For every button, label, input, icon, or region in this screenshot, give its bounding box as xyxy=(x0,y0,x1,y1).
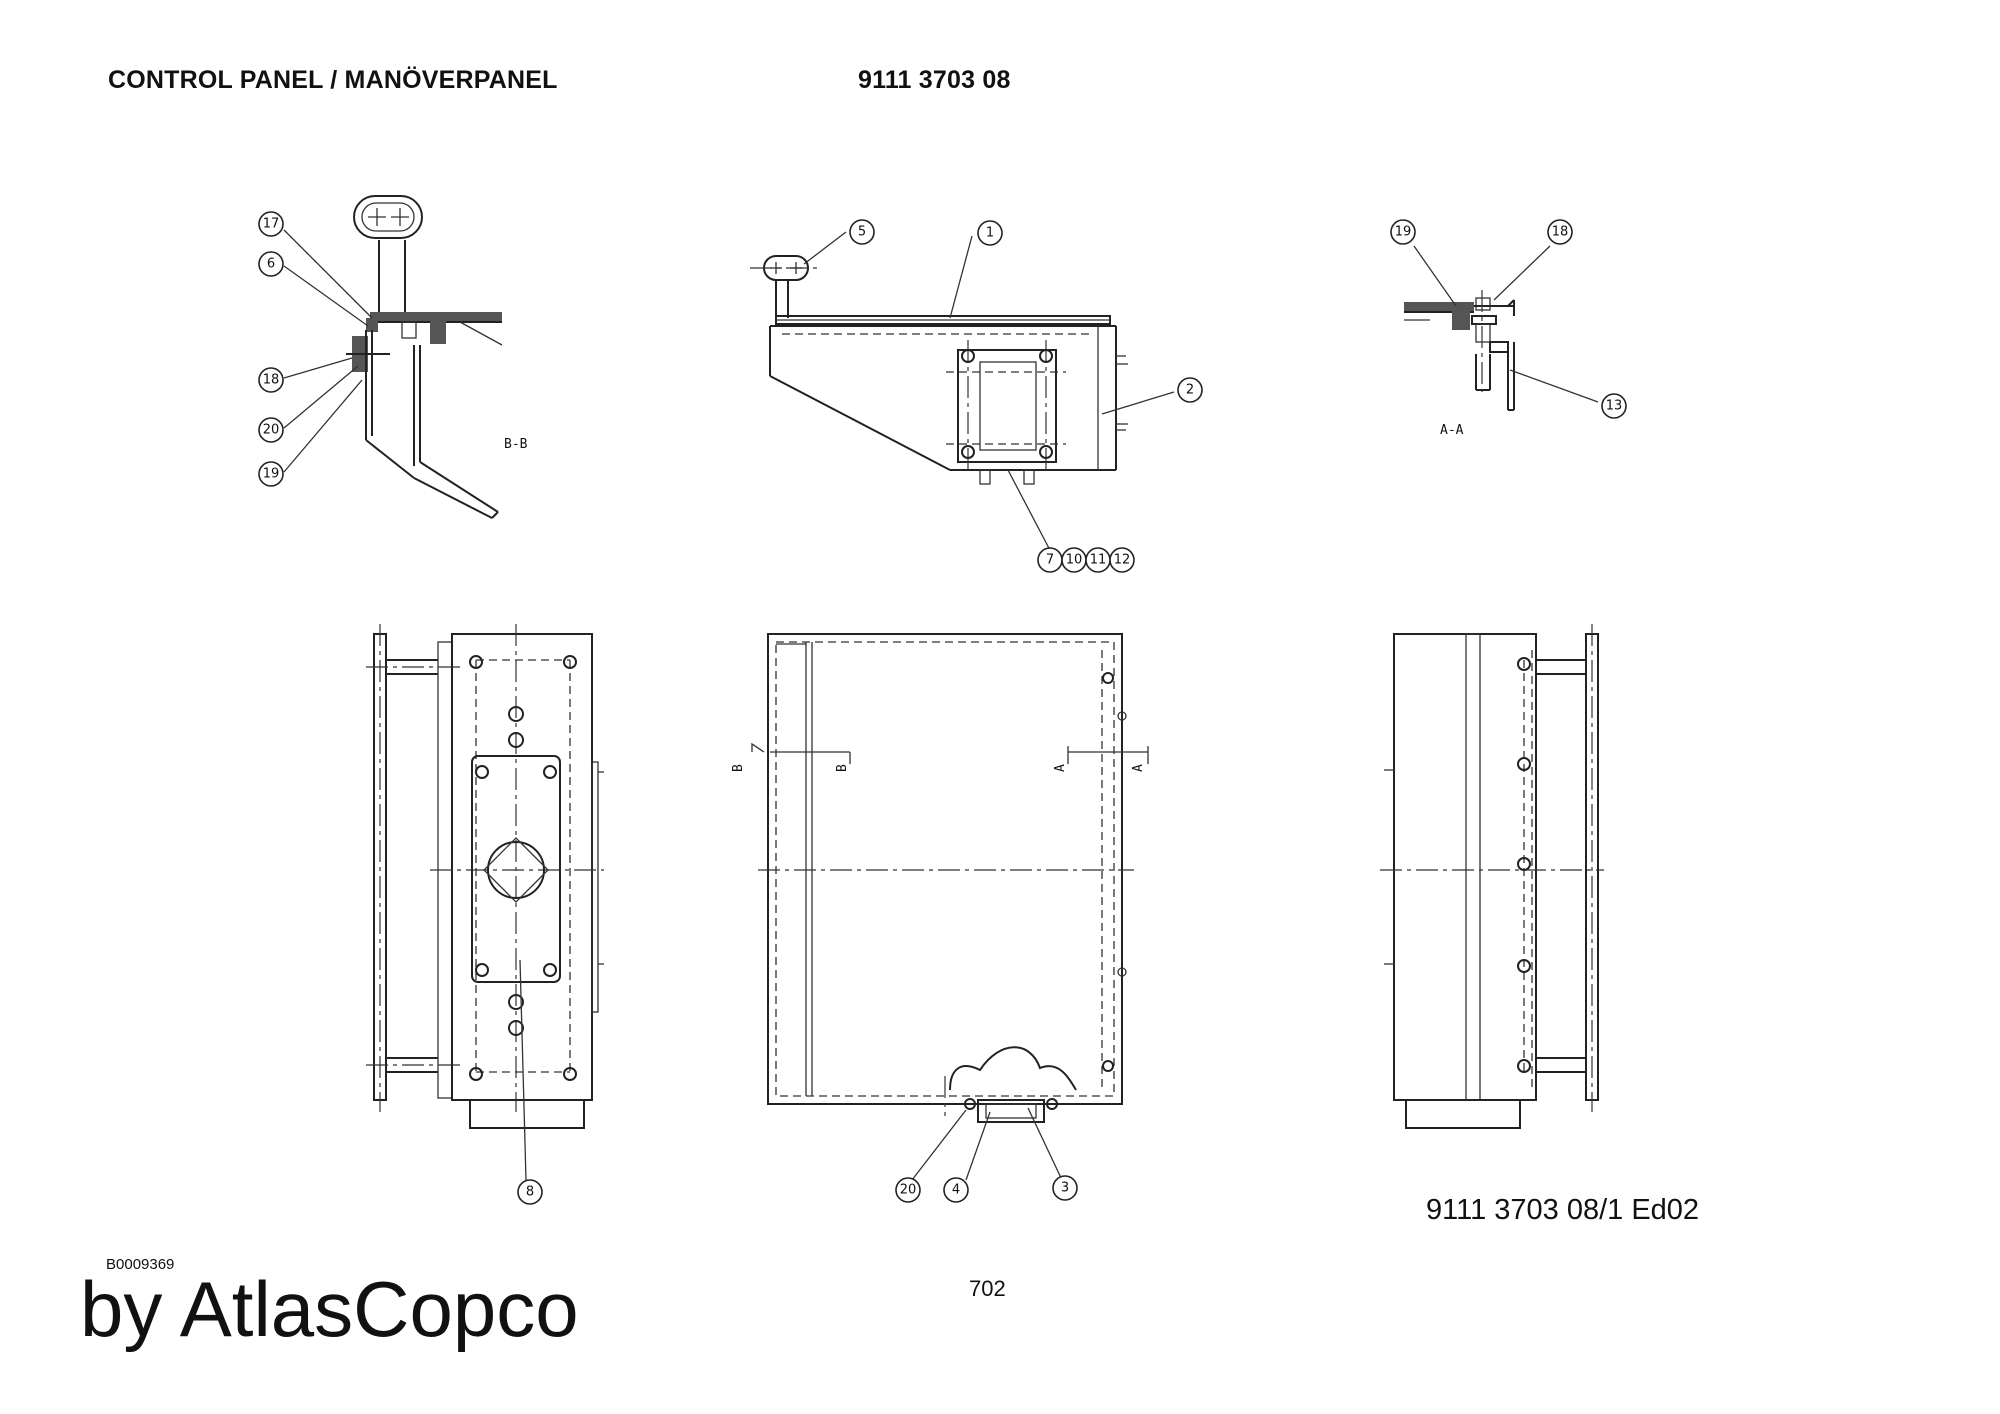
callout-1: 1 xyxy=(977,220,1003,246)
section-arrow-b-left: B xyxy=(731,764,746,772)
svg-text:13: 13 xyxy=(1606,399,1623,414)
side-view-top xyxy=(750,255,1128,485)
callout-6: 6 xyxy=(258,251,284,277)
svg-text:5: 5 xyxy=(858,225,866,240)
callout-4: 4 xyxy=(943,1177,969,1203)
svg-text:8: 8 xyxy=(526,1185,534,1200)
svg-text:1: 1 xyxy=(986,226,994,241)
callout-3: 3 xyxy=(1052,1175,1078,1201)
callout-15: 18 xyxy=(258,367,284,393)
callout-10: 10 xyxy=(1061,547,1087,573)
callout-17: 20 xyxy=(258,417,284,443)
svg-text:19: 19 xyxy=(1395,225,1412,240)
callout-8: 8 xyxy=(517,1179,543,1205)
svg-text:19: 19 xyxy=(263,467,280,482)
svg-text:20: 20 xyxy=(263,423,280,438)
leader-lines xyxy=(283,229,1599,1181)
left-side-view xyxy=(366,624,604,1129)
svg-text:4: 4 xyxy=(952,1183,960,1198)
callout-12: 12 xyxy=(1109,547,1135,573)
page-title: CONTROL PANEL / MANÖVERPANEL xyxy=(108,66,558,94)
callout-7: 7 xyxy=(1037,547,1063,573)
svg-text:18: 18 xyxy=(1552,225,1569,240)
svg-text:12: 12 xyxy=(1114,553,1131,568)
section-arrow-a-left: A xyxy=(1053,764,1068,772)
callout-18: 18 xyxy=(1547,219,1573,245)
section-view-a-a: A-A xyxy=(1404,290,1515,438)
section-label-b-b: B-B xyxy=(504,437,528,452)
svg-text:11: 11 xyxy=(1090,553,1107,568)
callout-11: 11 xyxy=(1085,547,1111,573)
svg-text:6: 6 xyxy=(267,257,275,272)
section-view-b-b: B-B xyxy=(346,195,528,519)
document-number: 9111 3703 08 xyxy=(858,66,1011,94)
svg-text:17: 17 xyxy=(263,217,280,232)
callout-14: 17 xyxy=(258,211,284,237)
callout-19: 19 xyxy=(1390,219,1416,245)
section-arrow-b-right: B xyxy=(835,764,850,772)
callout-13: 13 xyxy=(1601,393,1627,419)
front-view: B B A A xyxy=(731,633,1149,1123)
brand-text: by AtlasCopco xyxy=(80,1265,579,1353)
page-number: 702 xyxy=(969,1276,1006,1301)
callout-5: 5 xyxy=(849,219,875,245)
callout-2: 2 xyxy=(1177,377,1203,403)
section-arrow-a-right: A xyxy=(1131,764,1146,772)
svg-text:7: 7 xyxy=(1046,553,1054,568)
svg-text:2: 2 xyxy=(1186,383,1194,398)
callout-20: 20 xyxy=(895,1177,921,1203)
right-side-view xyxy=(1380,624,1604,1129)
section-label-a-a: A-A xyxy=(1440,423,1464,438)
image-code: B0009369 xyxy=(106,1256,175,1273)
svg-text:20: 20 xyxy=(900,1183,917,1198)
svg-text:3: 3 xyxy=(1061,1181,1069,1196)
svg-text:10: 10 xyxy=(1066,553,1083,568)
callout-16: 19 xyxy=(258,461,284,487)
drawing-reference-code: 9111 3703 08/1 Ed02 xyxy=(1426,1194,1700,1226)
svg-text:18: 18 xyxy=(263,373,280,388)
